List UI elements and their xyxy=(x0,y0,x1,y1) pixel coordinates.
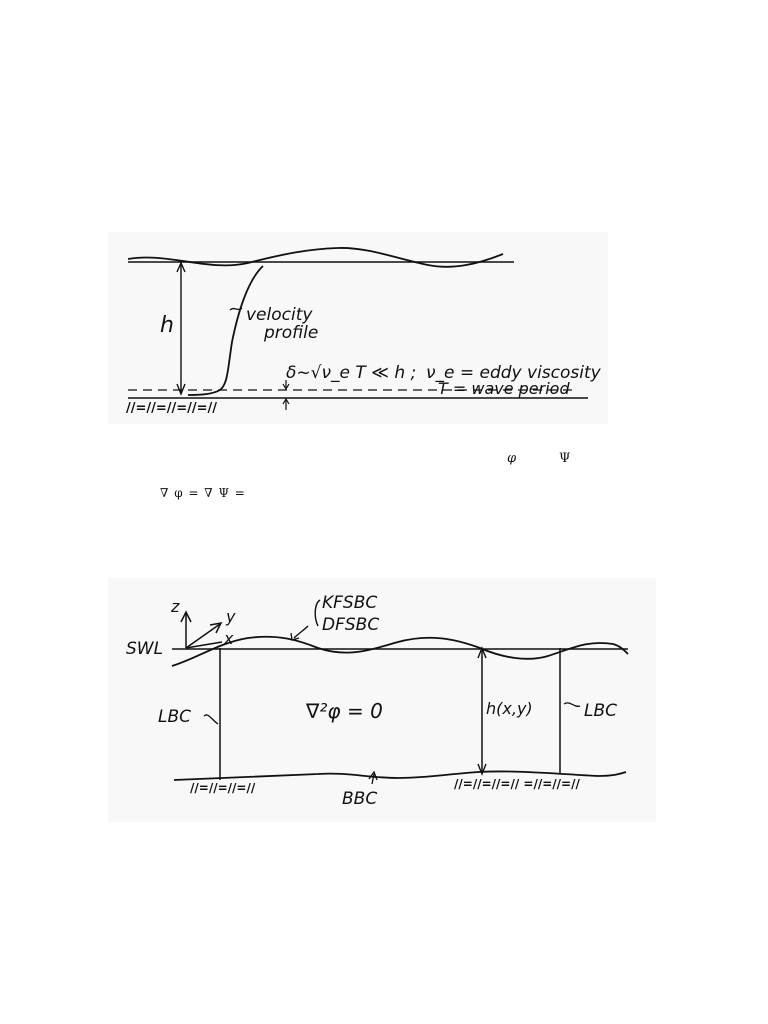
velocity-profile-curve xyxy=(187,265,264,396)
x-axis-label: x xyxy=(223,629,234,648)
boundary-value-problem-figure: z y x SWL KFSBC DFSBC LBC ∇²φ = 0 h(x,y)… xyxy=(108,578,656,822)
dfsbc-label: DFSBC xyxy=(322,615,379,635)
bvp-sketch: z y x SWL KFSBC DFSBC LBC ∇²φ = 0 h(x,y)… xyxy=(126,593,629,809)
laplace-equation: ∇²φ = 0 xyxy=(305,699,383,723)
velocity-label-line2: profile xyxy=(263,323,318,343)
boundary-layer-equation: δ~√ν_e T ≪ h ; xyxy=(286,363,416,383)
bbc-label: BBC xyxy=(342,789,377,809)
depth-arrow-head-bottom xyxy=(176,383,186,396)
lbc-left-label: LBC xyxy=(158,707,191,727)
sea-bottom xyxy=(173,770,627,781)
free-surface-wave xyxy=(127,247,504,268)
kfsbc-label: KFSBC xyxy=(322,593,377,613)
wave-period-definition: T = wave period xyxy=(438,379,570,398)
free-surface-wave xyxy=(171,635,629,667)
bottom-hatch-left: //=//=//=// xyxy=(190,781,256,795)
psi-symbol: Ψ xyxy=(559,451,571,466)
boundary-layer-figure: h velocity profile //=//=//=//=// δ~√ν_e… xyxy=(108,232,608,424)
velocity-pointer xyxy=(229,307,243,311)
kfsbc-pointer xyxy=(293,625,309,639)
y-axis xyxy=(185,623,221,649)
bottom-hatch-right: //=//=//=// =//=//=// xyxy=(454,777,580,791)
kfsbc-brace xyxy=(314,599,321,627)
eddy-viscosity-definition: ν_e = eddy viscosity xyxy=(426,363,602,383)
bottom-hatch: //=//=//=//=// xyxy=(126,401,217,416)
lbc-right-pointer xyxy=(563,702,581,707)
depth-label: h xyxy=(160,313,174,338)
bbc-pointer xyxy=(371,773,375,785)
boundary-layer-sketch: h velocity profile //=//=//=//=// δ~√ν_e… xyxy=(126,247,602,416)
phi-symbol: φ xyxy=(507,451,517,466)
y-axis-label: y xyxy=(225,607,236,626)
lbc-right-label: LBC xyxy=(584,701,617,721)
x-axis xyxy=(185,641,223,649)
z-axis-label: z xyxy=(170,597,180,616)
swl-label: SWL xyxy=(126,639,163,659)
depth-label: h(x,y) xyxy=(486,699,533,718)
lbc-left-pointer xyxy=(203,714,219,725)
velocity-label-line1: velocity xyxy=(246,305,313,325)
gradient-equation: ∇ φ = ∇ Ψ = xyxy=(160,486,246,500)
depth-arrow-head-top xyxy=(176,261,186,273)
